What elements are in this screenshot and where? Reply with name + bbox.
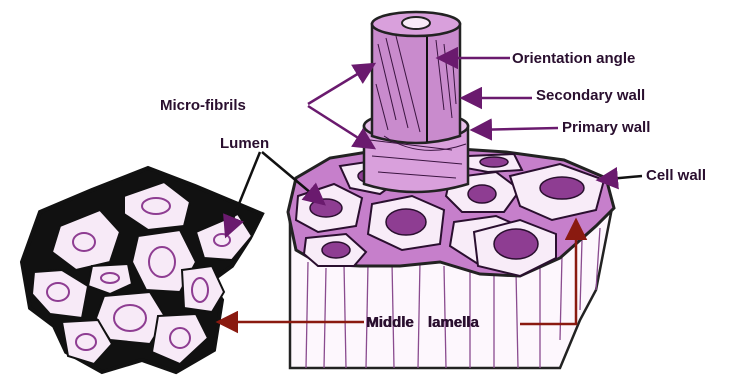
micro-fibrils-pointer [308, 64, 374, 104]
block-lumen [322, 242, 350, 258]
secondary-wall-body [372, 24, 460, 143]
orientation-angle-label: Orientation angle [512, 51, 635, 66]
primary-wall-pointer [472, 128, 558, 130]
block-lumen [480, 157, 508, 167]
block-lumen [310, 199, 342, 217]
block-lumen [386, 209, 426, 235]
block-lumen [468, 185, 496, 203]
fiber-cylinder [364, 12, 468, 192]
middle-lamella-label: Middle lamella [366, 315, 479, 330]
cross-section-cluster [22, 168, 262, 372]
secondary-wall-label: Secondary wall [536, 88, 645, 103]
cell-wall-label: Cell wall [646, 168, 706, 183]
primary-wall-label: Primary wall [562, 120, 650, 135]
block-lumen [494, 229, 538, 259]
fiber-lumen-top [402, 17, 430, 29]
micro-fibrils-label: Micro-fibrils [160, 98, 246, 113]
lumen-label: Lumen [220, 136, 269, 151]
block-lumen [540, 177, 584, 199]
